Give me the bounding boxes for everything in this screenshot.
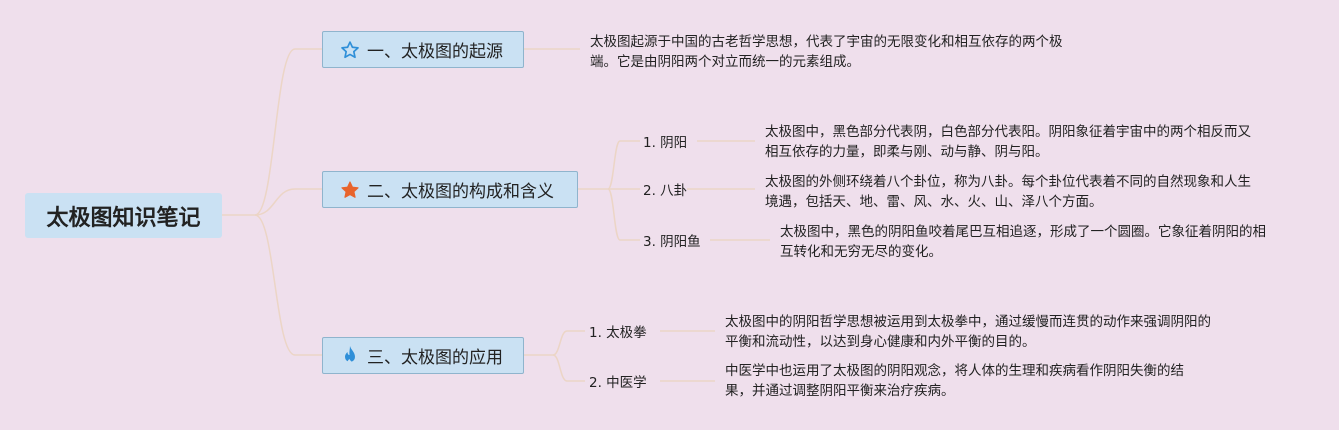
branch-application[interactable]: 三、太极图的应用 xyxy=(322,337,524,374)
branch-origin-label: 一、太极图的起源 xyxy=(367,42,503,62)
note-chinese-medicine: 中医学中也运用了太极图的阴阳观念，将人体的生理和疾病看作阴阳失衡的结果，并通过调… xyxy=(725,363,1184,399)
branch-structure[interactable]: 二、太极图的构成和含义 xyxy=(322,171,578,208)
subtopic-yinyang-fish[interactable]: 3. 阴阳鱼 xyxy=(643,234,701,250)
note-yinyang-fish: 太极图中，黑色的阴阳鱼咬着尾巴互相追逐，形成了一个圆圈。它象征着阴阳的相互转化和… xyxy=(780,224,1266,260)
branch-application-label: 三、太极图的应用 xyxy=(367,348,503,368)
flame-icon xyxy=(339,345,361,367)
subtopic-bagua[interactable]: 2. 八卦 xyxy=(643,183,688,199)
note-bagua: 太极图的外侧环绕着八个卦位，称为八卦。每个卦位代表着不同的自然现象和人生境遇，包… xyxy=(765,174,1251,210)
subtopic-taichi-boxing[interactable]: 1. 太极拳 xyxy=(589,325,647,341)
note-yinyang: 太极图中，黑色部分代表阴，白色部分代表阳。阴阳象征着宇宙中的两个相反而又相互依存… xyxy=(765,124,1251,160)
branch-structure-label: 二、太极图的构成和含义 xyxy=(367,182,554,202)
star-filled-icon xyxy=(339,180,361,200)
note-taichi-boxing: 太极图中的阴阳哲学思想被运用到太极拳中，通过缓慢而连贯的动作来强调阴阳的平衡和流… xyxy=(725,314,1211,350)
root-topic-label: 太极图知识笔记 xyxy=(46,205,201,231)
branch-origin[interactable]: 一、太极图的起源 xyxy=(322,31,524,68)
root-topic[interactable]: 太极图知识笔记 xyxy=(25,193,222,238)
subtopic-chinese-medicine[interactable]: 2. 中医学 xyxy=(589,375,647,391)
star-outline-icon xyxy=(339,40,361,60)
subtopic-yinyang[interactable]: 1. 阴阳 xyxy=(643,135,688,151)
note-origin: 太极图起源于中国的古老哲学思想，代表了宇宙的无限变化和相互依存的两个极端。它是由… xyxy=(590,34,1063,70)
